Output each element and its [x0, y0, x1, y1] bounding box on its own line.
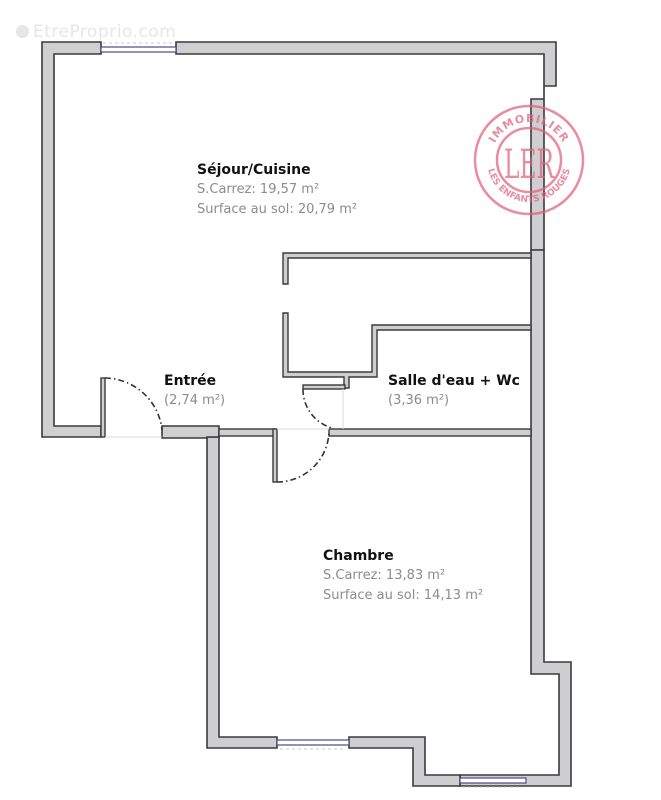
- room-label-chambre: Chambre S.Carrez: 13,83 m² Surface au so…: [323, 546, 483, 606]
- room-name: Chambre: [323, 548, 394, 564]
- room-carrez: S.Carrez: 19,57 m²: [197, 182, 320, 197]
- room-carrez: S.Carrez: 13,83 m²: [323, 568, 446, 583]
- wall-kitchen-top: [282, 252, 532, 285]
- wall-west: [41, 41, 102, 438]
- wall-salle-deau-north: [282, 312, 532, 389]
- door-swing-entree: [104, 377, 163, 431]
- windows: [100, 42, 527, 788]
- door-leaf-chambre: [272, 428, 278, 483]
- door-swing-salle-deau: [302, 388, 333, 429]
- door-jamb-entree: [100, 377, 106, 438]
- walls: [41, 41, 572, 787]
- room-label-sejour: Séjour/Cuisine S.Carrez: 19,57 m² Surfac…: [197, 160, 357, 220]
- room-area: (3,36 m²): [388, 393, 450, 408]
- window-sejour: [100, 46, 177, 53]
- wall-salle-deau-south: [328, 428, 532, 437]
- wall-entree-south: [161, 425, 220, 439]
- room-name: Salle d'eau + Wc: [388, 373, 520, 389]
- agency-logo: IMMOBILIER LES ENFANTS ROUGES LER: [473, 104, 585, 216]
- room-name: Entrée: [164, 373, 217, 389]
- wall-chambre-west: [206, 436, 278, 749]
- door-swing-chambre: [276, 431, 330, 483]
- watermark: EtreProprio.com: [16, 22, 176, 42]
- window-chambre-1: [276, 739, 350, 746]
- door-swings: [104, 377, 333, 483]
- room-name: Séjour/Cuisine: [197, 162, 311, 178]
- room-surface-sol: Surface au sol: 20,79 m²: [197, 202, 358, 217]
- room-surface-sol: Surface au sol: 14,13 m²: [323, 588, 484, 603]
- room-area: (2,74 m²): [164, 393, 226, 408]
- room-label-entree: Entrée (2,74 m²): [164, 371, 225, 411]
- wall-entree-chambre: [218, 428, 276, 437]
- logo-monogram: LER: [504, 142, 555, 188]
- door-leaf-salle-deau: [302, 384, 346, 390]
- camera-logo-icon: [16, 25, 29, 38]
- window-chambre-2: [459, 777, 527, 784]
- room-label-salle-deau: Salle d'eau + Wc (3,36 m²): [388, 371, 520, 411]
- wall-chambre-south: [348, 736, 461, 787]
